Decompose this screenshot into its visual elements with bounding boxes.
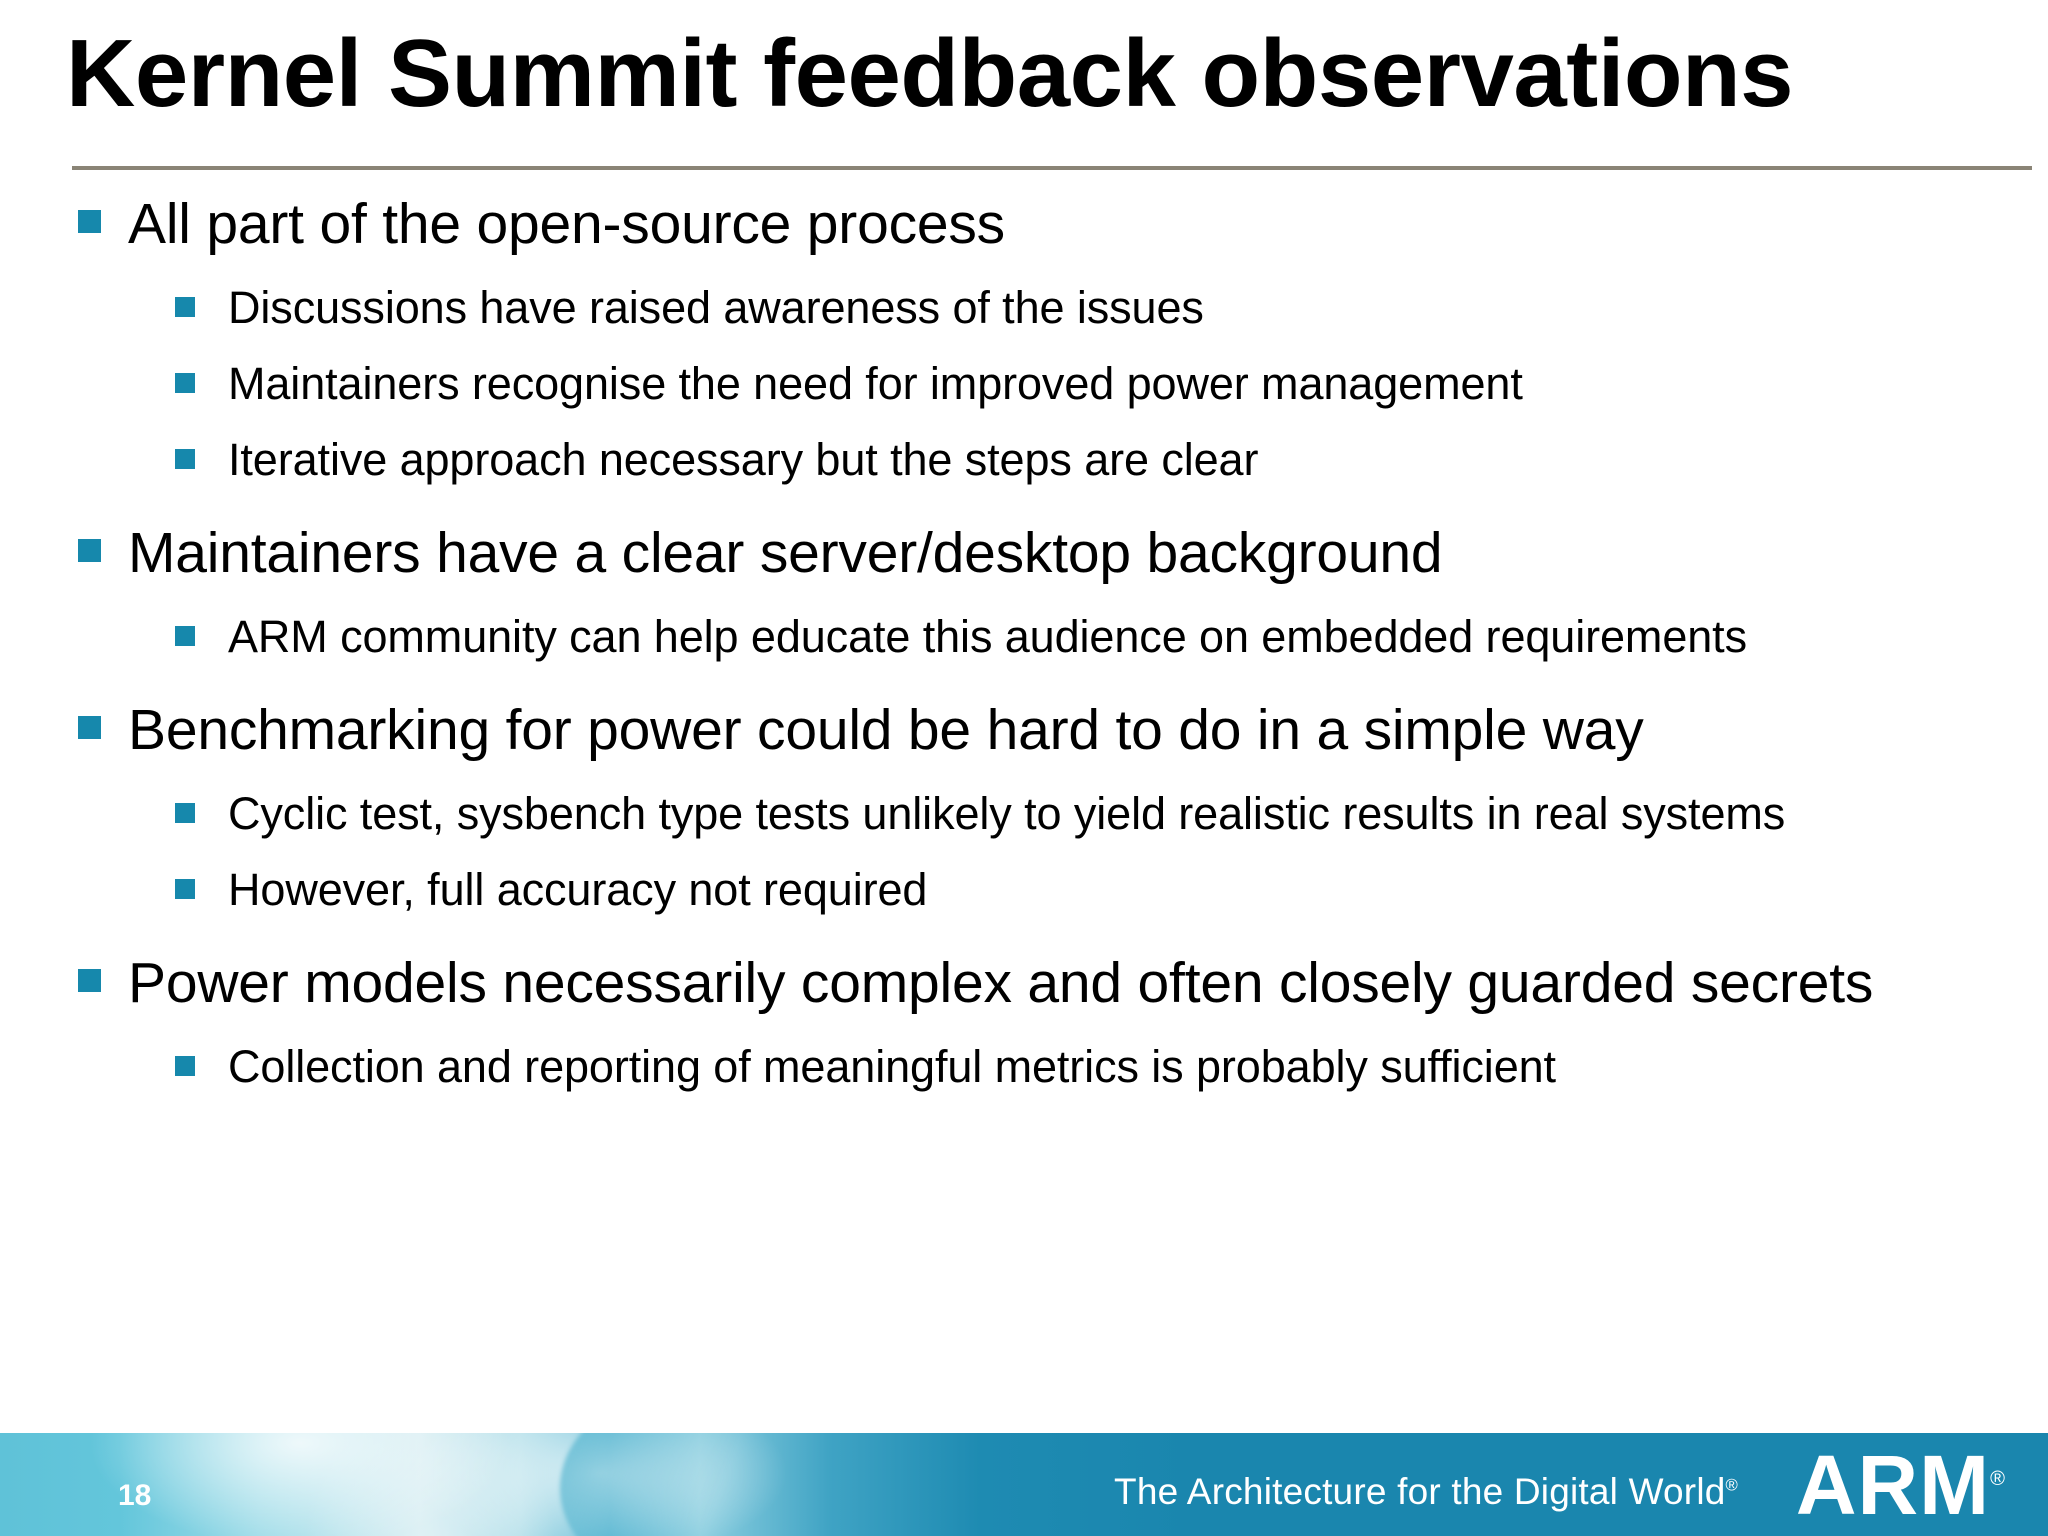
- bullet-square-icon: [78, 539, 101, 562]
- list-item: However, full accuracy not required: [0, 857, 2048, 923]
- list-item: Maintainers have a clear server/desktop …: [0, 513, 2048, 594]
- list-item: ARM community can help educate this audi…: [0, 604, 2048, 670]
- bullet-square-icon: [175, 1056, 195, 1076]
- list-item-label: Discussions have raised awareness of the…: [228, 282, 1204, 333]
- bullet-square-icon: [175, 297, 195, 317]
- list-item: Power models necessarily complex and oft…: [0, 943, 2048, 1024]
- list-item: Iterative approach necessary but the ste…: [0, 427, 2048, 493]
- title-divider: [72, 166, 2032, 170]
- list-item-label: All part of the open-source process: [128, 192, 1005, 256]
- list-item: Maintainers recognise the need for impro…: [0, 351, 2048, 417]
- arm-logo-text: ARM: [1795, 1438, 1991, 1532]
- bullet-square-icon: [175, 626, 195, 646]
- bullet-square-icon: [78, 210, 101, 233]
- bullet-square-icon: [175, 803, 195, 823]
- list-item: Discussions have raised awareness of the…: [0, 275, 2048, 341]
- list-item: Cyclic test, sysbench type tests unlikel…: [0, 781, 2048, 847]
- footer-background-graphic: [0, 1433, 2048, 1536]
- list-item-label: Benchmarking for power could be hard to …: [128, 698, 1644, 762]
- bullet-square-icon: [78, 969, 101, 992]
- list-item: Collection and reporting of meaningful m…: [0, 1034, 2048, 1100]
- registered-mark-icon: ®: [1990, 1468, 2006, 1490]
- title-area: Kernel Summit feedback observations: [0, 0, 2048, 175]
- brand-tagline-text: The Architecture for the Digital World: [1114, 1471, 1726, 1512]
- bullet-square-icon: [175, 373, 195, 393]
- brand-tagline: The Architecture for the Digital World®: [1114, 1473, 1738, 1510]
- list-item-label: Power models necessarily complex and oft…: [128, 951, 1874, 1015]
- list-item: All part of the open-source process: [0, 184, 2048, 265]
- list-item-label: However, full accuracy not required: [228, 864, 928, 915]
- footer-swoosh-graphic: [560, 1433, 790, 1536]
- list-item: Benchmarking for power could be hard to …: [0, 690, 2048, 771]
- page-title: Kernel Summit feedback observations: [66, 20, 1794, 127]
- list-item-label: Cyclic test, sysbench type tests unlikel…: [228, 788, 1786, 839]
- bullet-list: All part of the open-source process Disc…: [0, 178, 2048, 1428]
- page-number: 18: [118, 1479, 152, 1512]
- list-item-label: Maintainers have a clear server/desktop …: [128, 521, 1443, 585]
- list-item-label: ARM community can help educate this audi…: [228, 611, 1747, 662]
- bullet-square-icon: [78, 716, 101, 739]
- bullet-square-icon: [175, 879, 195, 899]
- list-item-label: Collection and reporting of meaningful m…: [228, 1041, 1556, 1092]
- slide-footer: 18 The Architecture for the Digital Worl…: [0, 1433, 2048, 1536]
- list-item-label: Iterative approach necessary but the ste…: [228, 434, 1259, 485]
- arm-logo: ARM®: [1796, 1443, 2006, 1527]
- list-item-label: Maintainers recognise the need for impro…: [228, 358, 1523, 409]
- bullet-square-icon: [175, 449, 195, 469]
- registered-mark-icon: ®: [1725, 1475, 1738, 1495]
